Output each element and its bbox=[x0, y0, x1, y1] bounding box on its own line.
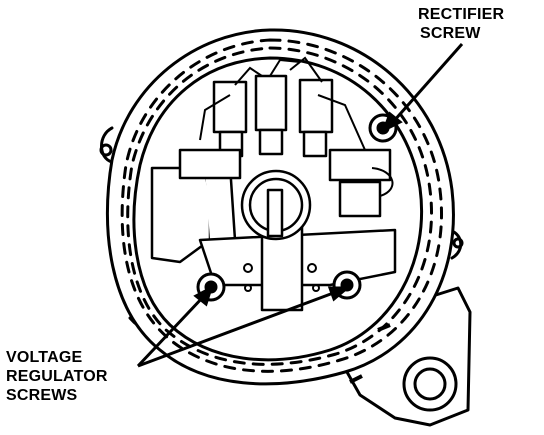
regulator-leader-line-right bbox=[137, 290, 337, 368]
rectifier-leader-line bbox=[391, 43, 464, 123]
regulator-leader-line-left bbox=[136, 294, 206, 368]
regulator-block bbox=[150, 166, 212, 264]
rectifier-label-line-1: RECTIFIER bbox=[418, 6, 505, 23]
regulator-label-line-3: SCREWS bbox=[6, 387, 78, 404]
regulator-label-line-2: REGULATOR bbox=[6, 368, 108, 385]
vent-slots-outer bbox=[120, 38, 443, 373]
regulator-label-line-1: VOLTAGE bbox=[6, 349, 83, 366]
voltage-regulator-screws-label: VOLTAGE REGULATOR SCREWS bbox=[6, 348, 108, 405]
rectifier-screw-label: RECTIFIER SCREW bbox=[418, 5, 504, 43]
rectifier-label-line-2: SCREW bbox=[420, 25, 481, 42]
inner-housing bbox=[132, 56, 423, 362]
vent-slots-inner bbox=[126, 46, 433, 366]
